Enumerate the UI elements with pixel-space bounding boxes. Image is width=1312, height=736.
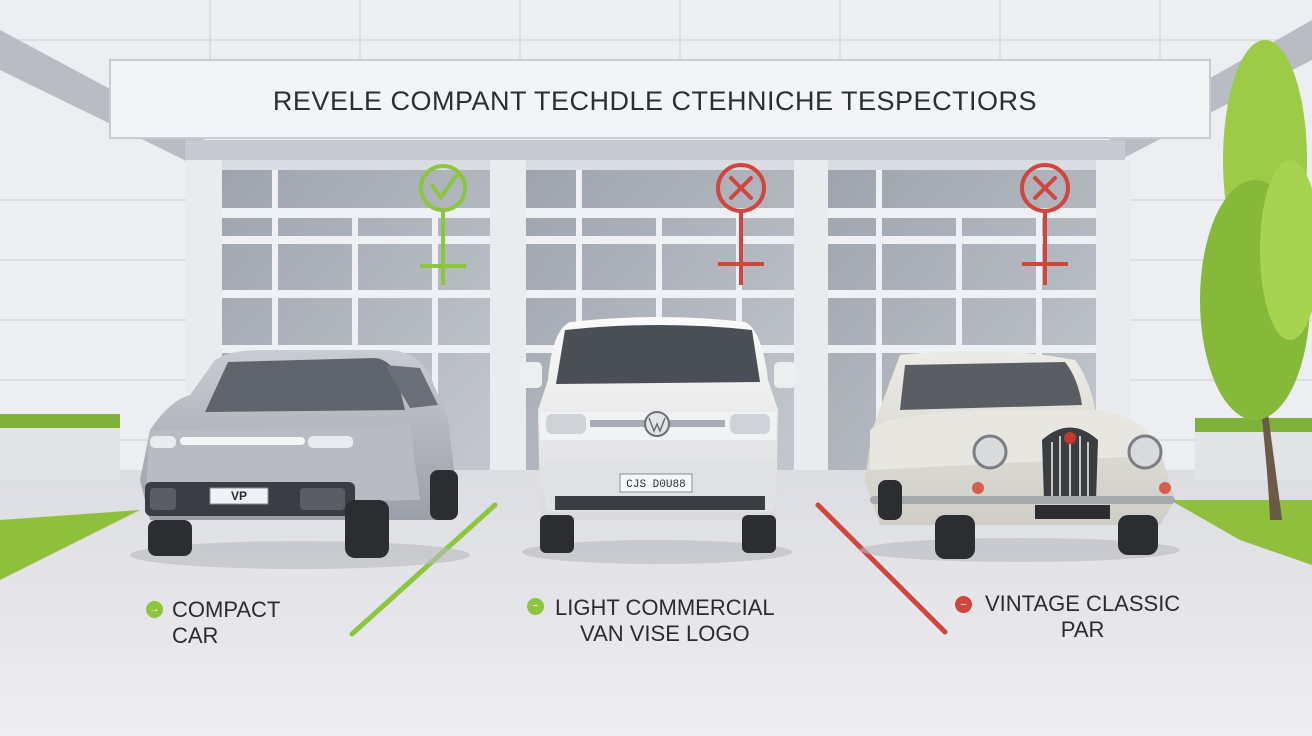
vintage-classic-car: [860, 351, 1180, 562]
pass-floor-line: [349, 502, 498, 637]
compact-car-label-line-1: COMPACT: [172, 597, 281, 622]
compact-car-label: COMPACT CAR: [172, 597, 280, 649]
check-circle-icon: [430, 174, 458, 201]
light-commercial-van: CJS D0U88: [520, 317, 796, 564]
van-label-line-2: VAN VISE LOGO: [580, 621, 750, 646]
arrow-right-icon: →: [146, 601, 163, 618]
arrow-right-icon: ~: [527, 598, 544, 615]
vintage-car-label: VINTAGE CLASSIC PAR: [985, 591, 1180, 643]
building-sign: REVELE COMPANT TECHDLE CTEHNICHE TESPECT…: [272, 86, 1038, 116]
inspection-pole-center: [716, 163, 766, 285]
compact-car: [130, 350, 470, 569]
fail-floor-line: [815, 502, 948, 635]
van-plate-text: CJS D0U88: [626, 479, 685, 491]
vintage-car-label-line-2: PAR: [1060, 617, 1105, 642]
vintage-car-label-line-1: VINTAGE CLASSIC: [985, 591, 1181, 616]
van-label: LIGHT COMMERCIAL VAN VISE LOGO: [555, 595, 775, 647]
x-circle-icon: [1033, 176, 1057, 200]
grass-left: [0, 510, 140, 580]
compact-car-plate: VP: [230, 489, 247, 503]
inspection-pole-left: [419, 164, 467, 285]
tree: [1200, 40, 1312, 520]
van-label-line-1: LIGHT COMMERCIAL: [555, 595, 775, 620]
x-circle-icon: [729, 176, 753, 200]
compact-car-label-line-2: CAR: [172, 623, 219, 648]
minus-icon: –: [955, 596, 972, 613]
inspection-pole-right: [1020, 163, 1070, 285]
